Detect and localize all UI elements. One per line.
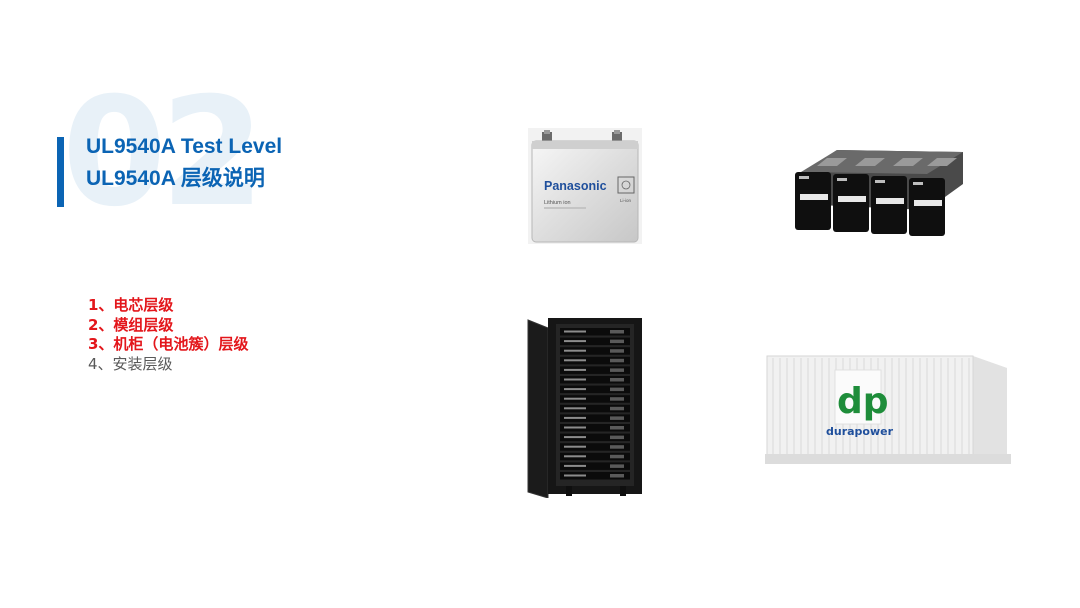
rack-module-unit — [560, 395, 630, 403]
battery-cabinet-image — [527, 318, 642, 498]
rack-module-display — [610, 474, 624, 478]
rack-module-display — [610, 435, 624, 440]
rack-module-unit — [560, 328, 630, 336]
rack-module-unit — [560, 414, 630, 422]
level-item-module: 2、模组层级 — [88, 315, 174, 334]
rack-module-label — [564, 359, 586, 362]
title-accent-bar — [57, 137, 64, 207]
rack-module-display — [610, 397, 624, 401]
slide-title-chinese: UL9540A 层级说明 — [86, 167, 265, 190]
rack-module-label — [564, 436, 586, 439]
rack-module-display — [610, 339, 624, 344]
rack-module-unit — [560, 462, 630, 470]
rack-module-display — [610, 464, 624, 468]
cell-subtitle-label: Lithium ion — [544, 200, 571, 206]
container-image: dp durapower — [757, 350, 1011, 474]
rack-module-display — [610, 358, 624, 363]
rack-module-display — [610, 416, 624, 420]
level-item-cell: 1、电芯层级 — [88, 296, 174, 314]
rack-module-display — [610, 349, 624, 353]
slide-title-english: UL9540A Test Level — [86, 135, 283, 158]
rack-module-display — [610, 426, 624, 430]
cell-badge-label: Li-ion — [620, 198, 632, 203]
rack-module-label — [564, 407, 586, 410]
rack-module-display — [610, 387, 624, 392]
rack-module-display — [610, 368, 624, 372]
rack-module-label — [564, 397, 586, 400]
battery-cell-image: Panasonic Lithium ion Li-ion — [528, 128, 642, 244]
rack-module-unit — [560, 404, 630, 413]
rack-module-display — [610, 330, 624, 334]
level-item-installation: 4、安装层级 — [88, 354, 173, 373]
rack-module-label — [564, 349, 586, 352]
rack-module-unit — [560, 424, 630, 432]
rack-module-unit — [560, 356, 630, 365]
rack-module-unit — [560, 376, 630, 384]
rack-module-unit — [560, 452, 630, 461]
rack-module-unit — [560, 443, 630, 451]
rack-module-label — [564, 474, 586, 477]
rack-module-unit — [560, 433, 630, 442]
rack-module-label — [564, 464, 586, 467]
rack-module-display — [610, 445, 624, 449]
section-number-watermark: 02 — [62, 66, 265, 240]
rack-module-label — [564, 445, 586, 448]
rack-module-display — [610, 454, 624, 459]
battery-module-image — [795, 150, 963, 236]
rack-module-label — [564, 455, 586, 458]
rack-module-label — [564, 388, 586, 391]
rack-module-unit — [560, 366, 630, 374]
rack-module-display — [610, 406, 624, 411]
rack-module-label — [564, 378, 586, 381]
rack-module-unit — [560, 337, 630, 346]
rack-module-unit — [560, 385, 630, 394]
rack-module-label — [564, 416, 586, 419]
rack-module-label — [564, 340, 586, 343]
cabinet-modules — [560, 328, 630, 480]
rack-module-label — [564, 426, 586, 429]
rack-module-unit — [560, 347, 630, 355]
container-brand-label: durapower — [826, 425, 894, 438]
rack-module-label — [564, 368, 586, 371]
dp-logo-letters: dp — [837, 381, 889, 422]
rack-module-display — [610, 378, 624, 382]
level-list: 1、电芯层级 2、模组层级 3、机柜（电池簇）层级 4、安装层级 — [88, 296, 248, 374]
cell-brand-label: Panasonic — [544, 179, 607, 193]
rack-module-label — [564, 330, 586, 333]
rack-module-unit — [560, 472, 630, 480]
level-item-cabinet: 3、机柜（电池簇）层级 — [88, 335, 249, 353]
